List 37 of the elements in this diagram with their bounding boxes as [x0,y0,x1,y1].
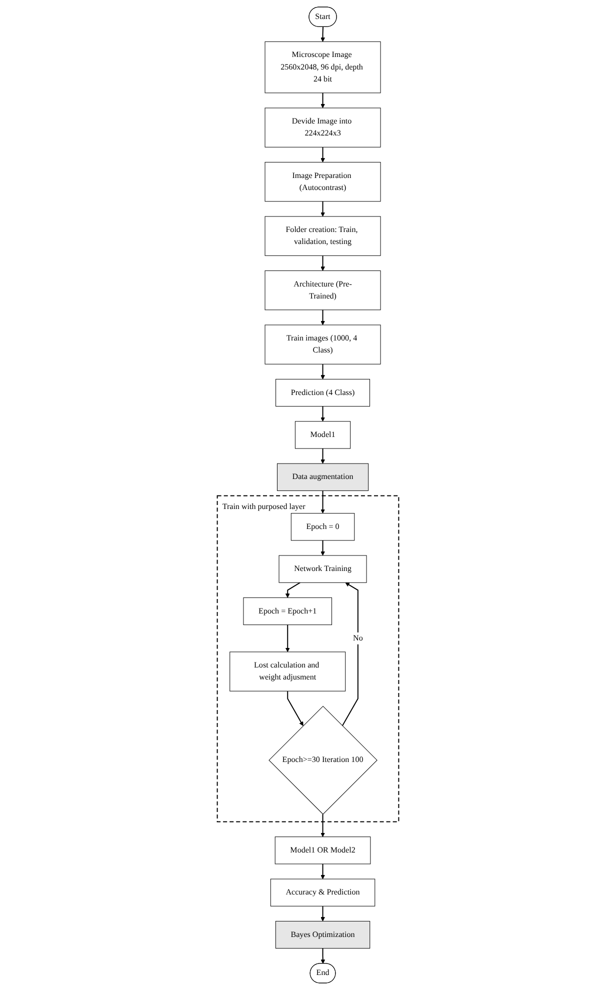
node-box: Model1 OR Model2 [274,836,371,864]
arrow [320,310,325,326]
arrow [320,906,325,922]
arrow [342,582,358,726]
node-box: Data augmentation [277,463,369,491]
edge-label: No [353,634,363,642]
node-box: Train images (1000, 4 Class) [264,324,381,364]
node-box: Image Preparation (Autocontrast) [264,162,381,202]
arrow [320,448,325,464]
node-box: Epoch = Epoch+1 [243,597,332,626]
node-box: Prediction (4 Class) [276,378,370,407]
arrow [320,814,325,838]
node-box: Microscope Image 2560x2048, 96 dpi, depth 24 bit [264,41,381,94]
arrow [320,864,325,880]
arrow [320,948,326,964]
arrow [320,490,325,514]
node-box: Model1 [294,421,351,449]
arrow [320,406,325,422]
arrow [320,92,325,108]
node-box: Bayes Optimization [275,920,370,949]
arrow [320,256,325,271]
arrow [320,364,325,380]
arrow [320,147,325,162]
arrow [320,540,325,556]
arrow [320,201,325,217]
node-box: Network Training [278,555,367,583]
node-box: Accuracy & Prediction [270,878,376,906]
node-box: Devide Image into 224x224x3 [264,108,381,148]
arrow [285,582,300,598]
arrow [285,624,290,652]
node-box: Folder creation: Train, validation, testing [264,216,381,256]
node-diamond: Epoch>=30 Iteration 100 [268,706,378,814]
arrow [320,26,325,42]
node-box: Lost calculation and weight adjusment [230,652,346,692]
node-box: Epoch = 0 [290,513,355,541]
node-box: Architecture (Pre-Trained) [264,270,381,310]
arrow [287,691,304,726]
